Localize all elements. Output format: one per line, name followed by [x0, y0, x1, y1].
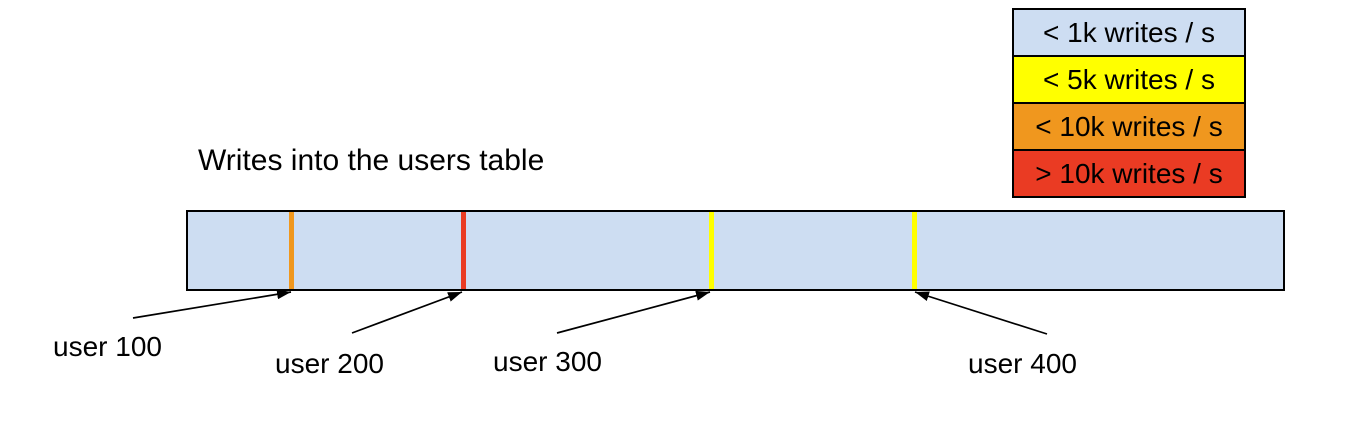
diagram-title: Writes into the users table	[198, 144, 545, 177]
hotspot-tick-user-300	[709, 212, 714, 289]
arrow-user-100	[132, 289, 292, 319]
label-user-200: user 200	[275, 348, 384, 379]
hotspot-tick-user-100	[289, 212, 294, 289]
legend-item-gt-10k: > 10k writes / s	[1012, 149, 1246, 198]
legend-item-lt-1k: < 1k writes / s	[1012, 8, 1246, 57]
legend-item-lt-10k: < 10k writes / s	[1012, 102, 1246, 151]
hotspot-tick-user-400	[912, 212, 917, 289]
users-table-bar	[186, 210, 1285, 291]
arrow-user-200	[351, 291, 463, 334]
hotspot-tick-user-200	[461, 212, 466, 289]
arrow-user-300	[556, 290, 711, 334]
label-user-400: user 400	[968, 348, 1077, 379]
legend: < 1k writes / s < 5k writes / s < 10k wr…	[1012, 8, 1246, 198]
label-user-300: user 300	[493, 346, 602, 377]
label-user-100: user 100	[53, 331, 162, 362]
legend-item-lt-5k: < 5k writes / s	[1012, 55, 1246, 104]
arrow-user-400	[914, 291, 1048, 335]
